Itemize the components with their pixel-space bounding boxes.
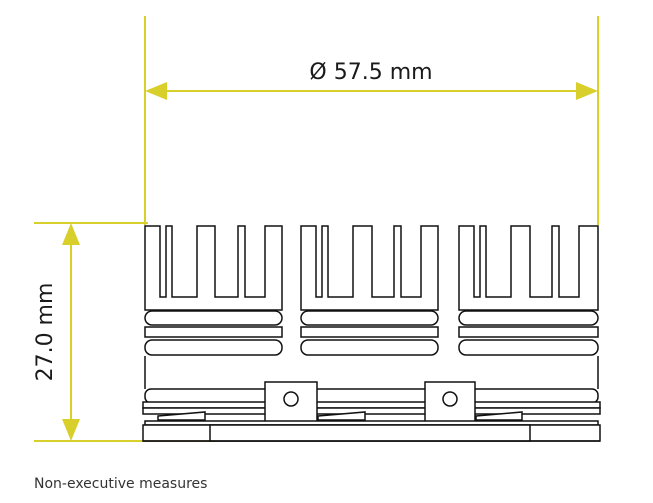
arrow-right: [576, 82, 598, 100]
fin-module-1: [144, 225, 283, 311]
mounting-tab-right: [424, 381, 476, 423]
mounting-tab-left: [264, 381, 318, 423]
arrow-left: [145, 82, 167, 100]
arrow-down: [62, 419, 80, 441]
diameter-label: Ø 57.5 mm: [309, 60, 432, 85]
fin-module-2: [300, 225, 439, 311]
clips: [157, 411, 523, 421]
lower-body: [142, 356, 601, 415]
footnote: Non-executive measures: [34, 476, 208, 492]
dimension-lines: [34, 16, 599, 442]
dimension-arrows: [62, 82, 598, 441]
lamp-body-outline: [142, 225, 601, 442]
arrow-up: [62, 223, 80, 245]
height-label: 27.0 mm: [33, 283, 58, 382]
ring-grooves: [144, 310, 599, 356]
fin-module-3: [458, 225, 599, 311]
base-plate: [142, 420, 601, 442]
